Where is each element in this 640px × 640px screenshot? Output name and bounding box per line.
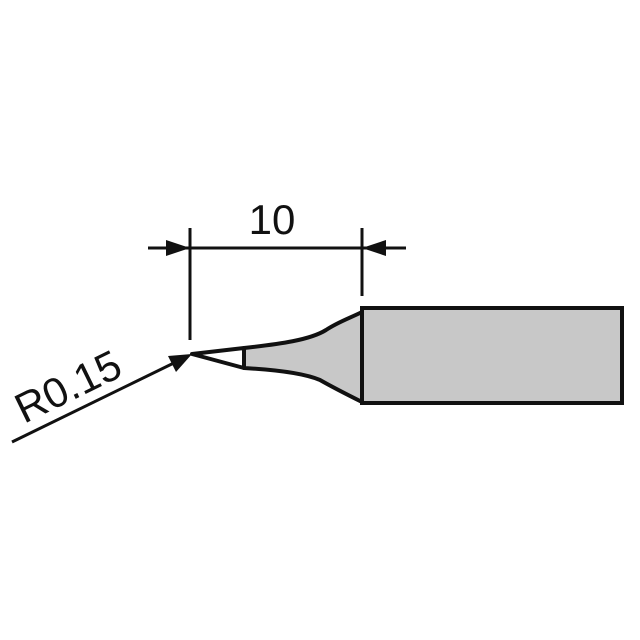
leader-arrowhead xyxy=(168,354,192,372)
tip-point xyxy=(190,346,246,370)
arrowhead-right xyxy=(362,240,386,256)
tip-shank xyxy=(360,306,624,405)
length-dimension: 10 xyxy=(148,196,406,340)
radius-callout: R0.15 xyxy=(7,341,192,444)
tip-body xyxy=(190,306,624,405)
tip-taper xyxy=(242,310,364,404)
arrowhead-left xyxy=(166,240,190,256)
leader-line xyxy=(11,358,181,444)
radius-label: R0.15 xyxy=(7,341,128,432)
length-label: 10 xyxy=(249,196,296,243)
